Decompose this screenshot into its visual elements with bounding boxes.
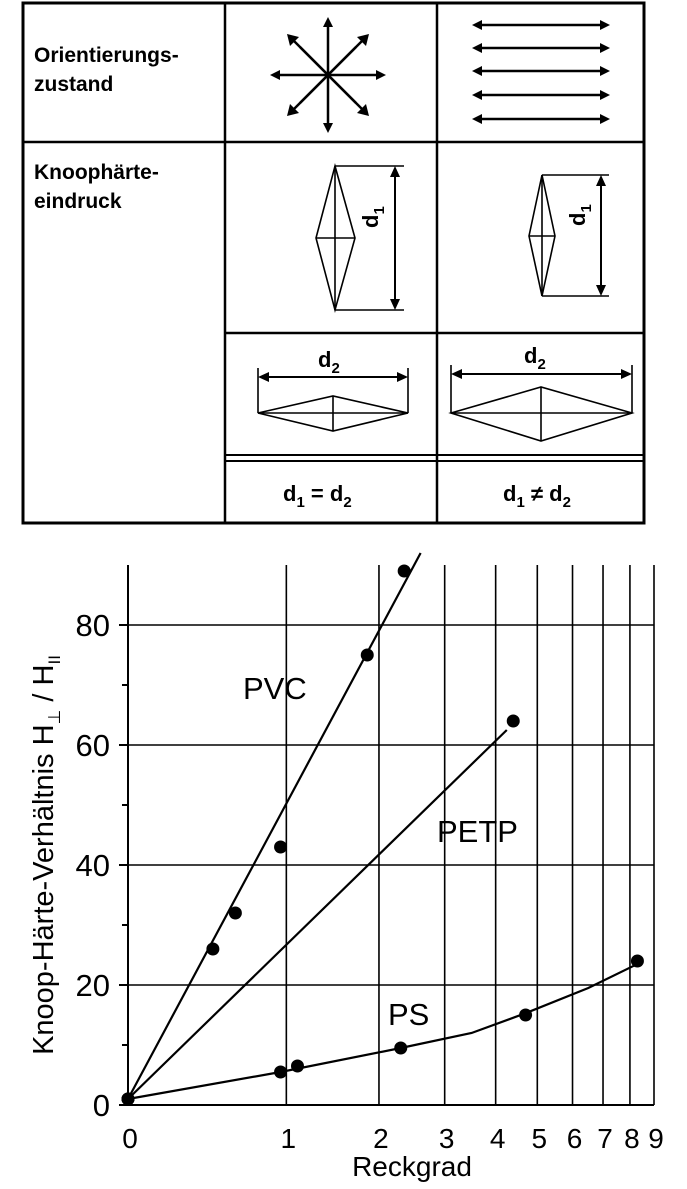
x-tick-label: 1 xyxy=(281,1123,297,1154)
equal-sign: = xyxy=(310,481,324,506)
d-symbol: d xyxy=(503,481,517,506)
row-label-indentation-line1: Knoophärte- xyxy=(34,161,159,184)
x-tick-label: 0 xyxy=(122,1123,138,1154)
d1-label-random: d1 xyxy=(358,206,388,228)
series-label-ps: PS xyxy=(388,997,429,1032)
x-tick-label: 4 xyxy=(490,1123,506,1154)
y-axis-title-sep: / H xyxy=(28,665,60,710)
data-point-ps xyxy=(394,1041,408,1055)
x-tick-label: 7 xyxy=(597,1123,613,1154)
data-point-ps xyxy=(290,1059,304,1073)
row-label-orientation-line2: zustand xyxy=(34,73,114,96)
knoop-indent-vertical-aligned-icon xyxy=(528,174,609,297)
y-tick-label: 40 xyxy=(76,848,110,883)
subscript-2: 2 xyxy=(537,356,546,373)
knoop-indent-vertical-random-icon xyxy=(315,162,404,314)
fit-line-pvc xyxy=(127,552,422,1100)
subscript-2: 2 xyxy=(562,494,571,511)
d1-label-aligned: d1 xyxy=(565,204,595,226)
data-point-pvc xyxy=(397,564,411,578)
not-equal-sign: ≠ xyxy=(530,481,543,506)
x-tick-label: 2 xyxy=(373,1123,389,1154)
data-point-pvc xyxy=(360,648,374,662)
knoop-indent-horizontal-random-icon xyxy=(257,368,409,432)
data-point-pvc xyxy=(228,906,242,920)
subscript-2: 2 xyxy=(343,494,352,511)
x-tick-label: 5 xyxy=(532,1123,548,1154)
y-axis-title: Knoop-Härte-Verhältnis H⊥ / HII xyxy=(28,655,64,1055)
row-label-indentation: Knoophärte- eindruck xyxy=(34,158,159,216)
random-orientation-arrows-icon xyxy=(274,21,382,129)
x-tick-label: 8 xyxy=(624,1123,640,1154)
y-tick-label: 80 xyxy=(76,608,110,643)
d1-dimension-arrows-aligned xyxy=(596,175,606,296)
d-symbol: d xyxy=(318,347,332,372)
table-grid xyxy=(21,1,646,525)
knoop-indent-horizontal-aligned-icon xyxy=(448,365,635,442)
data-point-petp xyxy=(506,714,520,728)
row-label-orientation-line1: Orientierungs- xyxy=(34,44,179,67)
d2-dimension-arrows-aligned xyxy=(451,369,632,379)
x-tick-label: 9 xyxy=(648,1123,664,1154)
random-orientation-arrowheads xyxy=(270,17,386,133)
y-tick-label: 60 xyxy=(76,728,110,763)
y-tick-label: 0 xyxy=(93,1088,110,1123)
x-tick-label: 6 xyxy=(567,1123,583,1154)
data-point-ps xyxy=(274,1065,288,1079)
d-symbol: d xyxy=(358,214,383,228)
subscript-1: 1 xyxy=(296,494,305,511)
d1-dimension-arrows-random xyxy=(390,166,400,310)
subscript-1: 1 xyxy=(371,206,388,215)
series-label-petp: PETP xyxy=(437,814,518,849)
y-axis-title-perp: ⊥ xyxy=(45,710,64,725)
series-label-pvc: PVC xyxy=(243,671,307,706)
data-point-ps xyxy=(121,1092,135,1106)
d-symbol: d xyxy=(329,481,344,506)
x-axis-title: Reckgrad xyxy=(352,1151,472,1182)
d-symbol: d xyxy=(565,212,590,226)
row-label-indentation-line2: eindruck xyxy=(34,190,122,213)
x-tick-label: 3 xyxy=(439,1123,455,1154)
subscript-2: 2 xyxy=(331,360,340,377)
data-point-ps xyxy=(519,1008,533,1022)
subscript-1: 1 xyxy=(516,494,525,511)
y-axis-title-main: Knoop-Härte-Verhältnis H xyxy=(28,724,60,1054)
d2-label-aligned: d2 xyxy=(524,343,546,373)
y-tick-label: 20 xyxy=(76,968,110,1003)
equation-equal: d1 = d2 xyxy=(283,481,352,511)
subscript-1: 1 xyxy=(578,204,595,213)
fit-line-petp xyxy=(127,729,508,1100)
chart-grid xyxy=(128,565,655,1105)
d-symbol: d xyxy=(549,481,563,506)
equation-not-equal: d1 ≠ d2 xyxy=(503,481,571,511)
d2-dimension-arrows-random xyxy=(258,372,408,382)
chart-axes xyxy=(119,565,654,1106)
chart-fit-lines xyxy=(127,552,638,1101)
chart-data-points xyxy=(121,564,644,1106)
row-label-orientation: Orientierungs- zustand xyxy=(34,41,179,99)
aligned-orientation-arrows-icon xyxy=(472,20,610,124)
y-axis-title-par: II xyxy=(45,655,64,664)
d-symbol: d xyxy=(283,481,297,506)
data-point-pvc xyxy=(274,840,288,854)
data-point-ps xyxy=(630,954,644,968)
data-point-pvc xyxy=(206,942,220,956)
d2-label-random: d2 xyxy=(318,347,340,377)
d-symbol: d xyxy=(524,343,538,368)
